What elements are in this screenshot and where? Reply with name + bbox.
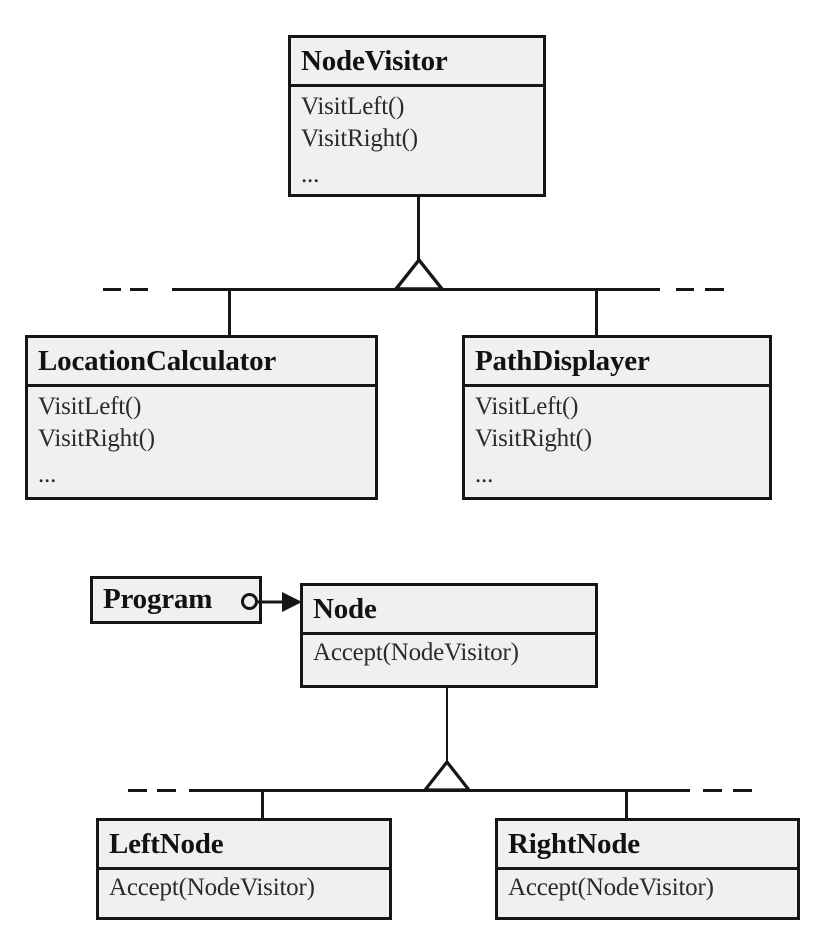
generalization-stem-visitor [417,197,420,261]
generalization-bar-dash [157,789,176,792]
class-section-divider [465,384,769,387]
usage-arrow-program-to-node [258,592,302,612]
generalization-bar-dash [128,789,147,792]
class-title-right-node: RightNode [508,828,640,860]
class-member-ellipsis: ... [301,161,320,188]
class-section-divider [28,384,375,387]
class-member: Accept(NodeVisitor) [313,639,519,666]
class-members-left-node: Accept(NodeVisitor) [99,870,389,912]
class-members-node: Accept(NodeVisitor) [303,635,595,677]
generalization-bar-dash [130,288,148,291]
class-box-path-displayer[interactable]: PathDisplayer VisitLeft() VisitRight() .… [462,335,772,500]
class-section-divider [99,867,389,870]
class-box-left-node[interactable]: LeftNode Accept(NodeVisitor) [96,818,392,920]
class-members-node-visitor: VisitLeft() VisitRight() ... [291,87,543,199]
class-title-path-displayer: PathDisplayer [475,345,650,377]
class-title-node: Node [313,593,377,625]
class-box-right-node[interactable]: RightNode Accept(NodeVisitor) [495,818,800,920]
class-member-ellipsis: ... [38,461,57,488]
generalization-stem-node [446,688,448,764]
generalization-drop-path-displayer [595,288,598,336]
generalization-drop-location-calculator [228,288,231,336]
generalization-bar-dash [733,789,752,792]
class-box-node-visitor[interactable]: NodeVisitor VisitLeft() VisitRight() ... [288,35,546,197]
generalization-bar-dash [705,288,724,291]
class-title-location-calculator: LocationCalculator [38,345,277,377]
class-members-location-calculator: VisitLeft() VisitRight() ... [28,387,375,499]
generalization-drop-right-node [625,789,628,820]
class-section-divider [498,867,797,870]
generalization-bar-dash [676,288,694,291]
class-members-path-displayer: VisitLeft() VisitRight() ... [465,387,769,499]
required-interface-socket-icon [241,593,258,610]
class-section-divider [291,84,543,87]
generalization-bar-dash [703,789,722,792]
class-member: VisitRight() [475,425,592,452]
class-member: VisitRight() [301,125,418,152]
class-box-program[interactable]: Program [90,576,262,624]
class-title-node-visitor: NodeVisitor [301,45,448,77]
class-box-location-calculator[interactable]: LocationCalculator VisitLeft() VisitRigh… [25,335,378,500]
generalization-drop-left-node [261,789,264,820]
generalization-open-triangle-node [423,760,473,792]
class-box-node[interactable]: Node Accept(NodeVisitor) [300,583,598,688]
class-member: VisitRight() [38,425,155,452]
generalization-open-triangle-visitor [393,258,445,291]
generalization-bar-dash [103,288,121,291]
class-member: Accept(NodeVisitor) [508,874,714,901]
class-members-right-node: Accept(NodeVisitor) [498,870,797,912]
class-member: VisitLeft() [38,393,142,420]
class-member: VisitLeft() [301,93,405,120]
class-member: VisitLeft() [475,393,579,420]
class-member-ellipsis: ... [475,461,494,488]
class-title-program: Program [103,583,213,615]
class-title-left-node: LeftNode [109,828,224,860]
class-member: Accept(NodeVisitor) [109,874,315,901]
class-section-divider [303,632,595,635]
